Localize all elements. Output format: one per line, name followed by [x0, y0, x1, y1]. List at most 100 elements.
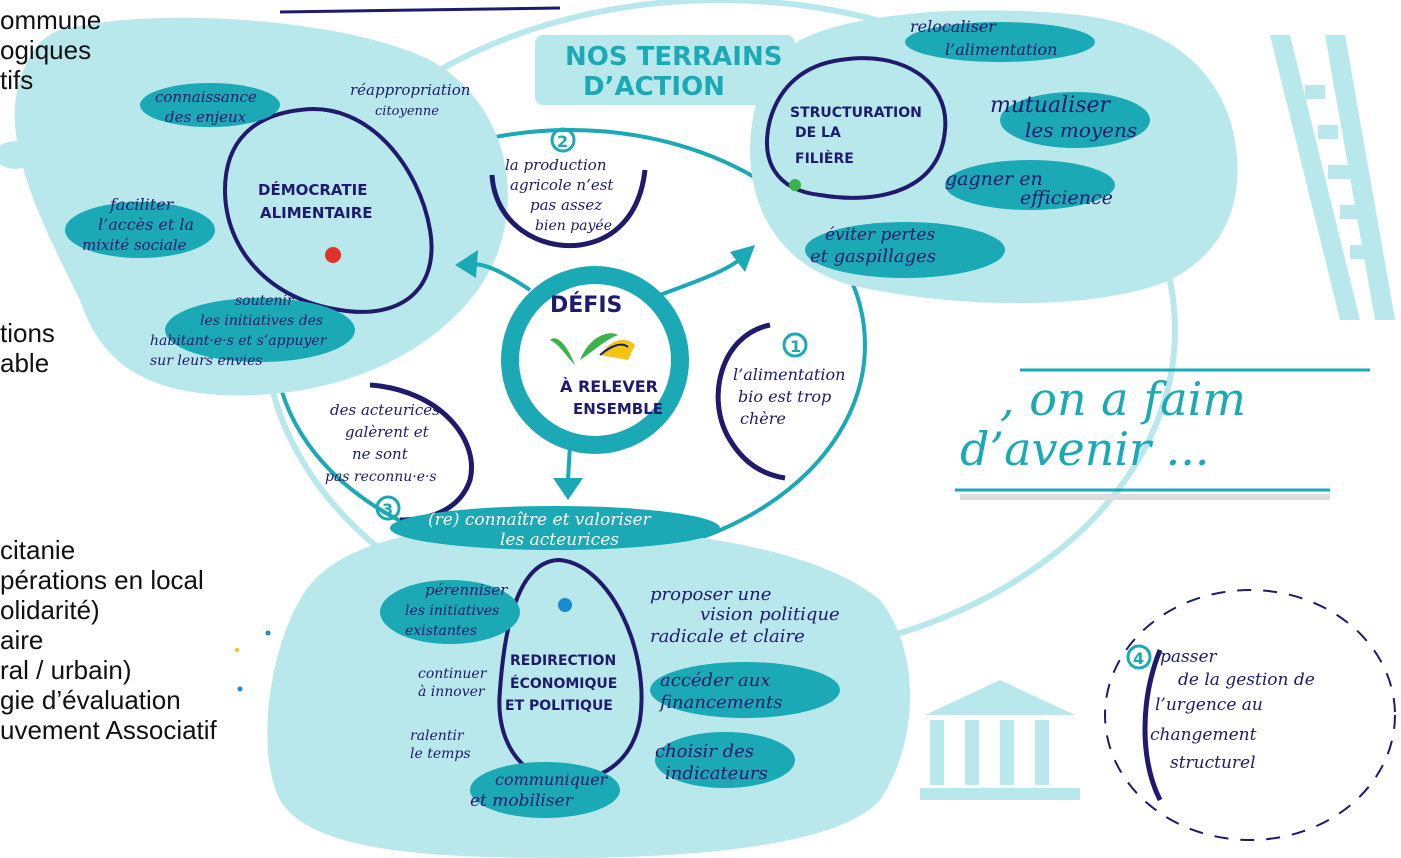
item-soutenir-l1: soutenir: [235, 293, 295, 309]
item-choisir-l2: indicateurs: [665, 763, 768, 784]
defi4-bracket: [1142, 649, 1163, 802]
defi2-l4: bien payée: [535, 218, 612, 234]
pill-reconnaitre: [390, 506, 720, 550]
defi4-dashed-circle: [1104, 589, 1396, 841]
pill-eviter: [805, 222, 1005, 278]
arrow-to-structuration: [659, 253, 747, 297]
defi2-number-circle: [550, 127, 576, 153]
center-line1: DÉFIS: [550, 292, 622, 318]
item-communiquer-l2: et mobiliser: [470, 791, 574, 811]
scatter-dot-3: [235, 648, 239, 652]
item-continuer-l2: à innover: [418, 684, 486, 700]
item-eviter-l1: éviter pertes: [825, 225, 935, 245]
title-line2: D’ACTION: [583, 72, 725, 102]
left-text-line: ral / urbain): [0, 655, 132, 685]
defi3-l2: galèrent et: [345, 423, 430, 441]
hand-icon-2: [599, 343, 629, 356]
slogan-line1: , on a faim: [1000, 372, 1246, 426]
pill-perenniser: [380, 580, 520, 644]
defi3-l1: des acteurices: [330, 401, 440, 419]
item-mutualiser-l2: les moyens: [1025, 118, 1137, 142]
pill-soutenir: [165, 298, 355, 362]
item-faciliter-l2: l’accès et la: [98, 215, 194, 234]
structuration-title3: FILIÈRE: [795, 150, 854, 167]
item-ralentir-l2: le temps: [410, 746, 471, 762]
arrow-to-redirection: [566, 444, 572, 481]
redirection-title3: ET POLITIQUE: [505, 698, 613, 714]
pill-gagner: [945, 160, 1115, 210]
item-gagner-l2: efficience: [1020, 187, 1113, 209]
redirection-title2: ÉCONOMIQUE: [510, 675, 617, 692]
defi4-l1: passer: [1160, 647, 1218, 667]
left-text-line: uvement Associatif: [0, 715, 217, 745]
item-proposer-l3: radicale et claire: [650, 626, 805, 647]
pill-acceder: [650, 662, 840, 718]
left-text-line: tifs: [0, 65, 34, 95]
defi2-l1: la production: [505, 156, 607, 174]
defi4-number: 4: [1133, 649, 1144, 668]
defi1-l3: chère: [740, 409, 786, 428]
left-text-line: gie d’évaluation: [0, 685, 181, 715]
item-eviter-l2: et gaspillages: [810, 246, 936, 267]
defi1-number: 1: [790, 337, 801, 356]
item-faciliter-l1: faciliter: [109, 195, 175, 214]
left-text-line: pérations en local: [0, 565, 204, 595]
item-connaissance-l1: connaissance: [155, 88, 257, 106]
pill-choisir: [655, 732, 795, 788]
sprout-icon: [550, 333, 618, 365]
democratie-loop: [222, 107, 434, 314]
democratie-dot: [325, 247, 341, 263]
defi3-number-circle: [375, 495, 401, 521]
center-ring: [501, 266, 689, 454]
center-line3: ENSEMBLE: [573, 400, 663, 418]
slogan-line2: d’avenir ...: [960, 422, 1210, 476]
item-proposer-l1: proposer une: [650, 584, 771, 605]
left-text-line: tions: [0, 318, 55, 348]
arrowhead-redirection: [553, 478, 583, 500]
pill-relocaliser: [905, 22, 1095, 62]
defi3-number: 3: [382, 500, 393, 519]
item-perenniser-l2: les initiatives: [405, 603, 499, 619]
structuration-dot: [789, 179, 801, 191]
defi2-l2: agricole n’est: [510, 176, 614, 194]
blob-democratie: [14, 17, 508, 396]
defi4-l5: structurel: [1170, 753, 1256, 773]
left-text-line: able: [0, 348, 50, 378]
defi2-number: 2: [557, 132, 568, 151]
defi4-number-circle: [1126, 644, 1152, 670]
defi2-arc: [489, 169, 648, 249]
pill-faciliter: [65, 202, 215, 258]
structuration-title2: DE LA: [795, 125, 841, 141]
item-acceder-l2: financements: [658, 692, 782, 713]
item-soutenir-l2: les initiatives des: [200, 313, 323, 329]
scatter-dot-2: [237, 686, 243, 692]
title-line1: NOS TERRAINS: [565, 42, 782, 72]
redirection-dot: [558, 598, 572, 612]
pill-mutualiser: [1000, 92, 1150, 148]
defi4-l4: changement: [1150, 725, 1257, 745]
item-perenniser-l1: pérenniser: [425, 581, 508, 599]
defi1-l1: l’alimentation: [733, 365, 845, 384]
redirection-header1: (re) connaître et valoriser: [428, 510, 652, 530]
scatter-dot-1: [265, 630, 271, 636]
defi3-l3: ne sont: [352, 445, 409, 463]
defi3-l4: pas reconnu·e·s: [325, 469, 437, 485]
center-line2: À RELEVER: [560, 377, 658, 396]
item-relocaliser-l2: l’alimentation: [945, 40, 1057, 59]
top-line: [279, 6, 561, 14]
defi4-l2: de la gestion de: [1178, 670, 1315, 690]
institution-building-icon: [920, 680, 1080, 800]
item-acceder-l1: accéder aux: [660, 670, 771, 691]
title-bg: [535, 35, 795, 105]
item-gagner-l1: gagner en: [945, 168, 1043, 190]
defi1-l2: bio est trop: [738, 387, 831, 406]
item-mutualiser-l1: mutualiser: [990, 93, 1112, 118]
item-perenniser-l3: existantes: [405, 623, 477, 639]
item-faciliter-l3: mixité sociale: [82, 236, 187, 254]
item-reappropriation-l1: réappropriation: [350, 81, 470, 99]
democratie-title1: DÉMOCRATIE: [258, 180, 367, 199]
left-text-top: ommune ogiques tifs: [0, 5, 101, 95]
arrowhead-structuration: [730, 245, 755, 272]
item-choisir-l1: choisir des: [655, 741, 754, 762]
